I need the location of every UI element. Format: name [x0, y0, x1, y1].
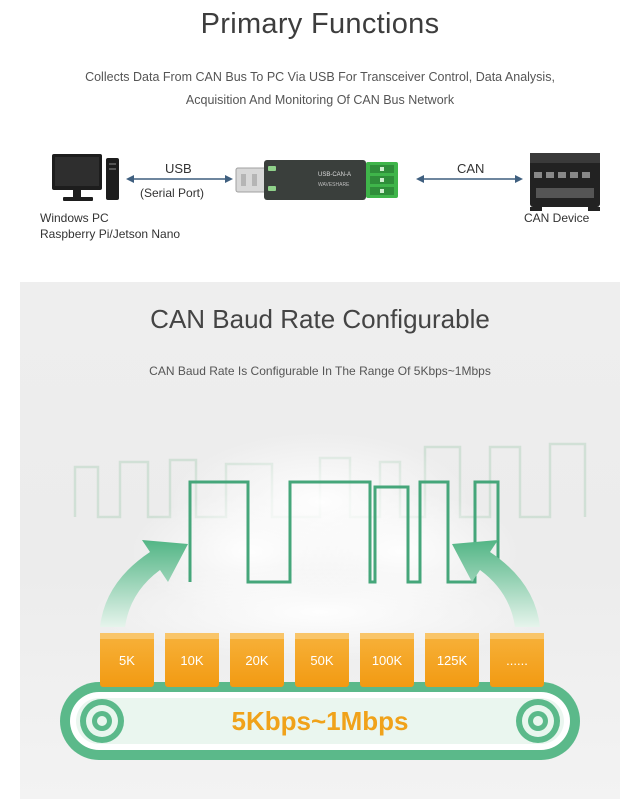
chip-highlight [100, 633, 154, 639]
adapter-brand: WAVESHARE [318, 182, 350, 188]
pc-label-secondary: Raspberry Pi/Jetson Nano [40, 227, 181, 241]
can-label: CAN [457, 161, 485, 176]
baud-rate-chip: 10K [165, 633, 219, 687]
curved-arrow-left-icon [100, 540, 188, 627]
baud-rate-chip: ...... [490, 633, 544, 687]
chip-highlight [165, 633, 219, 639]
can-device-label: CAN Device [524, 211, 590, 225]
section-description: CAN Baud Rate Is Configurable In The Ran… [149, 364, 491, 378]
baud-rate-label: 20K [245, 653, 268, 668]
baud-rate-label: 10K [180, 653, 203, 668]
chip-body [490, 633, 544, 687]
belt-roller-left-icon [80, 699, 124, 743]
baud-rate-label: 125K [437, 653, 468, 668]
chip-highlight [295, 633, 349, 639]
chip-highlight [360, 633, 414, 639]
can-device-icon [530, 153, 600, 211]
primary-functions-section: Primary Functions Collects Data From CAN… [0, 0, 640, 268]
baud-rate-chip: 5K [100, 633, 154, 687]
usb-arrow [126, 175, 233, 183]
range-label: 5Kbps~1Mbps [232, 706, 409, 736]
baud-rate-chip: 125K [425, 633, 479, 687]
signal-wave [188, 480, 500, 584]
baud-rate-chip: 50K [295, 633, 349, 687]
chip-body [360, 633, 414, 687]
baud-rate-label: 100K [372, 653, 403, 668]
baud-rate-chips: 5K 10K 20K 50K 100K 125K...... [100, 633, 544, 687]
can-arrow [416, 175, 523, 183]
connection-diagram: USB-CAN-A WAVESHARE [52, 153, 600, 211]
baud-rate-illustration: 5Kbps~1Mbps 5K 10K 20K 50K 100K 125K...... [60, 432, 587, 760]
chip-highlight [490, 633, 544, 639]
section-title: CAN Baud Rate Configurable [150, 304, 490, 334]
chip-body [165, 633, 219, 687]
description-line: Collects Data From CAN Bus To PC Via USB… [85, 70, 555, 84]
usb-label: USB [165, 161, 192, 176]
chip-highlight [425, 633, 479, 639]
curved-arrow-right-icon [452, 540, 540, 627]
baud-rate-chip: 100K [360, 633, 414, 687]
baud-rate-label: ...... [506, 653, 528, 668]
section-title: Primary Functions [200, 8, 440, 40]
adapter-label: USB-CAN-A [318, 172, 351, 178]
section-description: Collects Data From CAN Bus To PC Via USB… [40, 66, 600, 112]
conveyor-belt: 5Kbps~1Mbps [60, 682, 580, 760]
belt-roller-right-icon [516, 699, 560, 743]
chip-body [295, 633, 349, 687]
baud-rate-chip: 20K [230, 633, 284, 687]
chip-body [425, 633, 479, 687]
serial-port-label: (Serial Port) [140, 186, 205, 200]
pc-monitor-icon [52, 154, 119, 201]
chip-body [230, 633, 284, 687]
pc-label: Windows PC [40, 211, 109, 225]
baud-rate-label: 50K [310, 653, 333, 668]
baud-rate-label: 5K [119, 653, 135, 668]
usb-can-adapter-icon: USB-CAN-A WAVESHARE [235, 160, 398, 200]
chip-highlight [230, 633, 284, 639]
description-line: Acquisition And Monitoring Of CAN Bus Ne… [185, 93, 455, 107]
baud-rate-section: 5Kbps~1Mbps 5K 10K 20K 50K 100K 125K...... CA… [20, 282, 620, 799]
chip-body [100, 633, 154, 687]
